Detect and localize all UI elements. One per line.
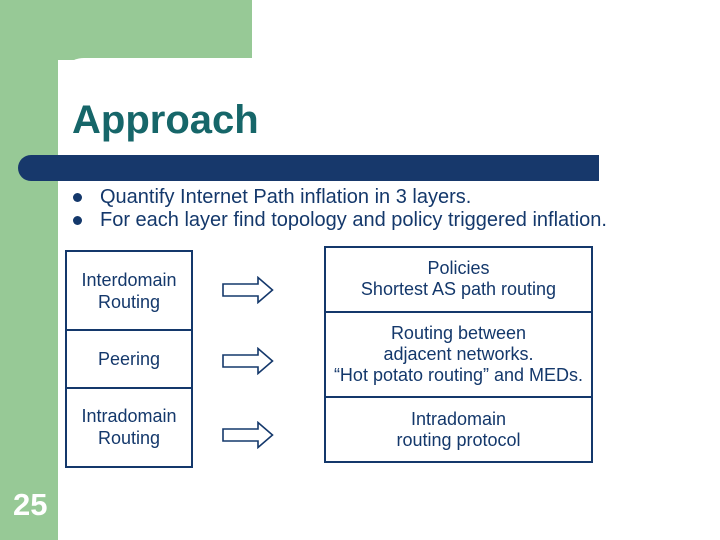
bullet-item: For each layer find topology and policy … <box>72 209 632 232</box>
description-cell-intradomain: Intradomain routing protocol <box>326 396 591 461</box>
bullet-item: Quantify Internet Path inflation in 3 la… <box>72 186 632 209</box>
cell-line: “Hot potato routing” and MEDs. <box>333 365 584 385</box>
cell-line: Routing <box>97 428 161 449</box>
layer-cell-peering: Peering <box>67 329 191 386</box>
description-cell-peering: Routing between adjacent networks. “Hot … <box>326 310 591 397</box>
description-cell-interdomain: Policies Shortest AS path routing <box>326 248 591 311</box>
layer-cell-intradomain-routing: Intradomain Routing <box>67 386 191 466</box>
cell-line: Routing <box>97 291 161 312</box>
bullet-list: Quantify Internet Path inflation in 3 la… <box>72 186 632 232</box>
cell-line: Shortest AS path routing <box>360 279 557 300</box>
right-block-arrow-icon <box>222 347 274 375</box>
cell-line: Routing between <box>390 323 527 343</box>
layer-description-table: Policies Shortest AS path routing Routin… <box>324 246 593 463</box>
layer-name-table: Interdomain Routing Peering Intradomain … <box>65 250 193 468</box>
circle-bullet-icon <box>73 216 82 225</box>
slide-title: Approach <box>72 98 259 142</box>
cell-line: Policies <box>427 258 490 279</box>
cell-line: Peering <box>97 348 161 369</box>
circle-bullet-icon <box>73 193 82 202</box>
bullet-text: For each layer find topology and policy … <box>100 209 607 231</box>
title-underline-bar <box>18 155 599 181</box>
cell-line: routing protocol <box>396 429 521 450</box>
right-block-arrow-icon <box>222 421 274 449</box>
cell-line: Interdomain <box>81 269 177 290</box>
cell-line: Intradomain <box>81 406 177 427</box>
left-green-strip <box>0 0 58 540</box>
page-number: 25 <box>13 487 48 522</box>
cell-line: adjacent networks. <box>383 344 534 364</box>
right-block-arrow-icon <box>222 276 274 304</box>
layer-cell-interdomain-routing: Interdomain Routing <box>67 252 191 329</box>
cell-line: Intradomain <box>410 408 507 429</box>
bullet-text: Quantify Internet Path inflation in 3 la… <box>100 186 472 208</box>
